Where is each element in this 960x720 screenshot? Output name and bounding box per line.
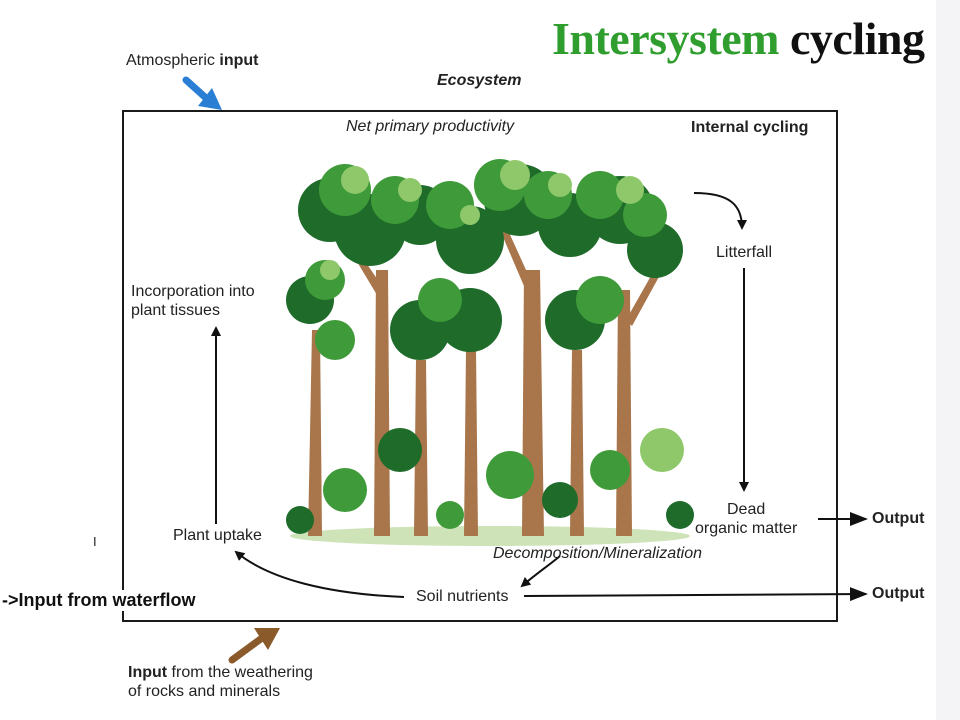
weathering-input-bold: Input (128, 664, 168, 681)
arrow-soil-output (523, 587, 868, 602)
weathering-line2: of rocks and minerals (128, 683, 281, 700)
dead-line1: Dead (727, 501, 766, 518)
title-word-cycling: cycling (790, 13, 925, 64)
dead-line2: organic matter (695, 520, 798, 537)
soil-nutrients-label: Soil nutrients (416, 588, 509, 605)
arrow-soil-to-uptake (234, 550, 405, 598)
slide-title: Intersystem cycling (552, 12, 925, 65)
ecosystem-label: Ecosystem (437, 72, 522, 89)
title-word-intersystem: Intersystem (552, 13, 780, 64)
plant-uptake-label: Plant uptake (173, 527, 262, 544)
weathering-input-label: Input from the weathering of rocks and m… (128, 663, 313, 701)
page-edge-strip (936, 0, 960, 720)
arrow-to-litterfall (693, 192, 747, 230)
atmospheric-input-bold: input (219, 52, 259, 69)
internal-cycling-label: Internal cycling (691, 119, 809, 136)
decomposition-label: Decomposition/Mineralization (493, 545, 702, 562)
atmospheric-input-label: Atmospheric input (126, 52, 258, 70)
output-label-dead: Output (872, 510, 925, 527)
canopy-light (320, 160, 644, 280)
incorporation-label: Incorporation into plant tissues (131, 282, 255, 320)
waterflow-input-label: ->Input from waterflow (0, 590, 198, 611)
arrow-decomposition (520, 555, 561, 588)
ecosystem-boundary-box (122, 110, 838, 622)
incorporation-line1: Incorporation into (131, 283, 255, 300)
output-label-soil: Output (872, 585, 925, 602)
ground (290, 526, 690, 546)
net-primary-productivity-label: Net primary productivity (346, 118, 515, 135)
forest-illustration (286, 159, 694, 546)
incorporation-line2: plant tissues (131, 302, 220, 319)
weathering-line1: from the weathering (171, 664, 313, 681)
atmospheric-input-arrow (182, 76, 222, 110)
atmospheric-text: Atmospheric (126, 52, 215, 69)
dead-organic-matter-label: Dead organic matter (695, 500, 797, 538)
weathering-input-arrow (228, 628, 280, 664)
litterfall-label: Litterfall (716, 244, 773, 261)
understory (286, 428, 694, 534)
small-mark: I (93, 534, 97, 549)
